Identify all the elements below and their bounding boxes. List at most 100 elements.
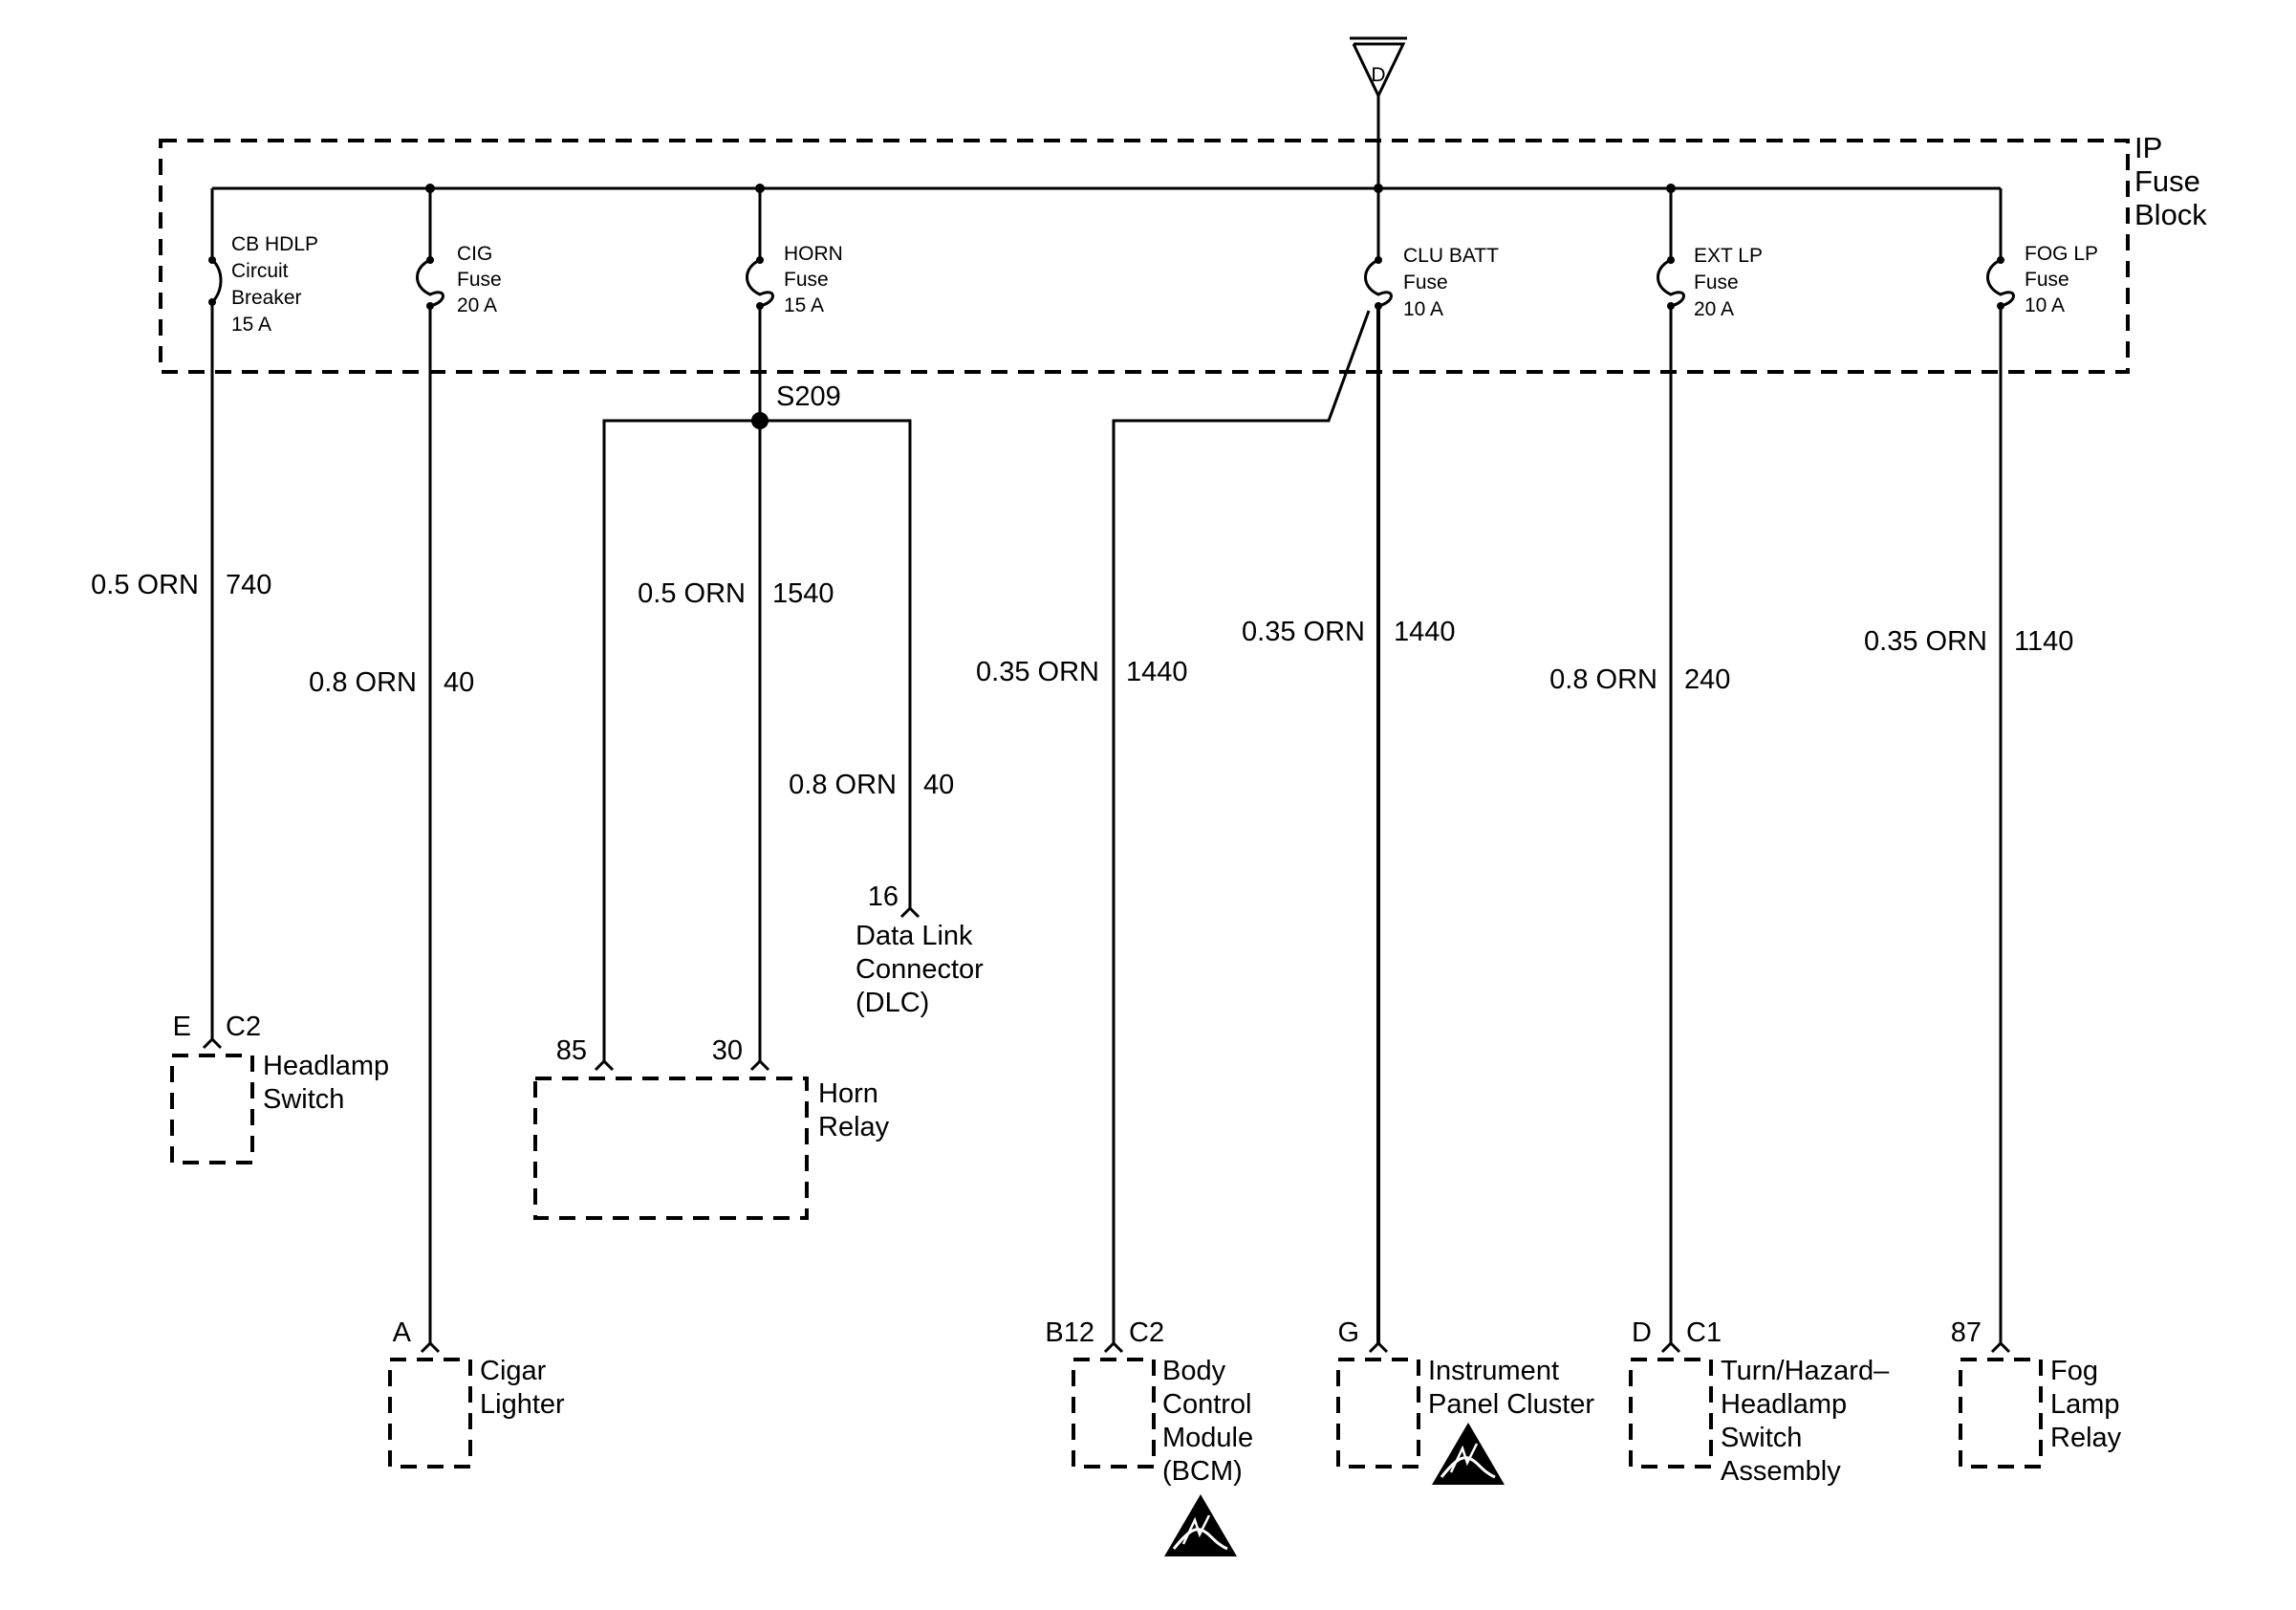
svg-text:Switch: Switch [263, 1084, 344, 1115]
svg-text:0.35 ORN: 0.35 ORN [1242, 617, 1365, 647]
source-letter: D [1371, 64, 1385, 86]
body-control-module: B12 C2 Body Control Module (BCM) [1045, 1317, 1253, 1487]
svg-text:0.35 ORN: 0.35 ORN [1864, 626, 1987, 657]
svg-text:Breaker: Breaker [231, 287, 302, 309]
instrument-panel-cluster: G Instrument Panel Cluster [1336, 1317, 1594, 1469]
fuse-clu-batt: CLU BATT Fuse 10 A [1364, 188, 1499, 320]
svg-text:HORN: HORN [784, 243, 843, 265]
fog-relay-pin: 87 [1951, 1317, 1982, 1348]
svg-text:Lighter: Lighter [480, 1389, 565, 1420]
svg-text:Fuse: Fuse [457, 269, 502, 291]
source-terminal: D [1350, 36, 1407, 188]
svg-text:Circuit: Circuit [231, 260, 289, 282]
svg-text:1540: 1540 [772, 578, 834, 609]
svg-text:CIG: CIG [457, 243, 492, 265]
svg-text:Body: Body [1162, 1356, 1226, 1386]
fuse-block-label: IP Fuse Block [2134, 131, 2207, 231]
dlc-pin: 16 [868, 881, 899, 912]
wire-1440-bcm: 0.35 ORN 1440 [976, 310, 1371, 1343]
esd-warning-icon [1432, 1423, 1505, 1485]
fuse-block-outline [159, 139, 2130, 374]
svg-text:0.8 ORN: 0.8 ORN [1549, 664, 1657, 695]
svg-text:EXT LP: EXT LP [1694, 245, 1763, 267]
wire-40-cig: 0.8 ORN 40 [309, 306, 474, 1343]
svg-text:740: 740 [226, 570, 271, 600]
svg-text:Fuse: Fuse [784, 269, 829, 291]
turn-hazard-pin: D [1632, 1317, 1652, 1348]
headlamp-switch: E C2 Headlamp Switch [170, 1012, 389, 1164]
fuse-ext-lp: EXT LP Fuse 20 A [1657, 188, 1763, 320]
svg-text:Block: Block [2134, 198, 2207, 231]
svg-text:Fuse: Fuse [2025, 269, 2069, 291]
svg-text:Fuse: Fuse [1403, 272, 1448, 294]
wire-1440-ipc: 0.35 ORN 1440 [1242, 306, 1456, 1343]
bcm-connector: C2 [1129, 1317, 1164, 1348]
svg-text:20 A: 20 A [457, 294, 497, 316]
svg-text:15 A: 15 A [784, 294, 824, 316]
cigar-lighter-pin: A [393, 1317, 412, 1348]
wire-1140: 0.35 ORN 1140 [1864, 306, 2073, 1343]
ipc-pin: G [1337, 1317, 1359, 1348]
fuse-cb-hdlp: CB HDLP Circuit Breaker 15 A [208, 188, 318, 336]
svg-text:Headlamp: Headlamp [1721, 1389, 1847, 1420]
svg-text:0.35 ORN: 0.35 ORN [976, 657, 1099, 687]
turn-hazard-headlamp-switch: D C1 Turn/Hazard– Headlamp Switch Assemb… [1629, 1317, 1890, 1487]
svg-text:FOG LP: FOG LP [2025, 243, 2098, 265]
svg-text:(BCM): (BCM) [1162, 1456, 1243, 1487]
turn-hazard-connector: C1 [1686, 1317, 1722, 1348]
svg-text:Turn/Hazard–: Turn/Hazard– [1721, 1356, 1890, 1386]
svg-text:Lamp: Lamp [2050, 1389, 2120, 1420]
svg-text:Fuse: Fuse [2134, 164, 2200, 198]
horn-relay: 85 30 Horn Relay [533, 1035, 890, 1220]
svg-text:Switch: Switch [1721, 1423, 1802, 1453]
headlamp-switch-pin: E [173, 1012, 191, 1042]
svg-text:0.8 ORN: 0.8 ORN [309, 667, 417, 698]
horn-relay-pin-85: 85 [556, 1035, 587, 1066]
splice-s209-label: S209 [776, 381, 841, 412]
svg-text:0.5 ORN: 0.5 ORN [91, 570, 199, 600]
svg-text:Headlamp: Headlamp [263, 1051, 389, 1081]
horn-relay-pin-30: 30 [712, 1035, 743, 1066]
svg-text:Control: Control [1162, 1389, 1252, 1420]
wire-240: 0.8 ORN 240 [1549, 306, 1730, 1343]
svg-text:1440: 1440 [1126, 657, 1188, 687]
svg-text:Instrument: Instrument [1428, 1356, 1559, 1386]
svg-text:Assembly: Assembly [1721, 1456, 1841, 1487]
svg-text:Relay: Relay [2050, 1423, 2122, 1453]
headlamp-switch-connector: C2 [226, 1012, 261, 1042]
svg-text:Panel Cluster: Panel Cluster [1428, 1389, 1594, 1420]
cigar-lighter: A Cigar Lighter [388, 1317, 565, 1469]
svg-text:Module: Module [1162, 1423, 1253, 1453]
svg-text:40: 40 [444, 667, 474, 698]
svg-text:Relay: Relay [818, 1112, 890, 1142]
svg-text:20 A: 20 A [1694, 298, 1734, 320]
wire-1540: S209 0.5 ORN 1540 [602, 306, 912, 1061]
fuse-cig: CIG Fuse 20 A [416, 188, 502, 316]
svg-text:10 A: 10 A [1403, 298, 1443, 320]
svg-text:15 A: 15 A [231, 314, 271, 336]
svg-text:1140: 1140 [2014, 626, 2073, 657]
svg-text:CB HDLP: CB HDLP [231, 233, 318, 255]
svg-text:10 A: 10 A [2025, 294, 2065, 316]
svg-text:Fog: Fog [2050, 1356, 2098, 1386]
esd-warning-icon [1164, 1494, 1237, 1556]
data-link-connector: 16 Data Link Connector (DLC) [856, 881, 984, 1018]
wire-740: 0.5 ORN 740 [91, 302, 271, 1039]
svg-text:(DLC): (DLC) [856, 988, 929, 1018]
svg-text:0.5 ORN: 0.5 ORN [638, 578, 746, 609]
fuse-fog-lp: FOG LP Fuse 10 A [1986, 188, 2098, 316]
svg-text:0.8 ORN: 0.8 ORN [789, 770, 897, 800]
svg-text:40: 40 [923, 770, 954, 800]
svg-text:Cigar: Cigar [480, 1356, 547, 1386]
fog-lamp-relay: 87 Fog Lamp Relay [1951, 1317, 2122, 1469]
bcm-pin: B12 [1045, 1317, 1094, 1348]
svg-text:240: 240 [1684, 664, 1730, 695]
svg-text:Horn: Horn [818, 1078, 878, 1109]
fuse-horn: HORN Fuse 15 A [746, 188, 843, 316]
wire-40-dlc: 0.8 ORN 40 [789, 770, 954, 800]
svg-text:Connector: Connector [856, 954, 984, 985]
svg-text:Fuse: Fuse [1694, 272, 1739, 294]
svg-text:IP: IP [2134, 131, 2162, 164]
svg-text:1440: 1440 [1394, 617, 1456, 647]
